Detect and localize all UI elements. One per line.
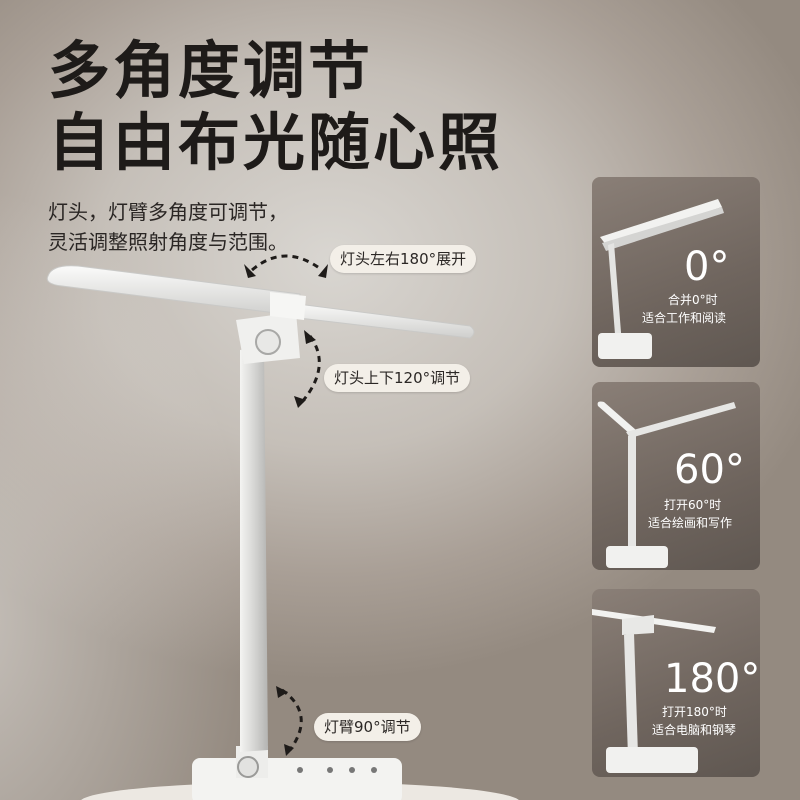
mode-caption-180-line2: 适合电脑和钢琴 bbox=[652, 723, 737, 737]
mode-angle-60: 60° bbox=[674, 447, 745, 493]
mode-caption-60-line2: 适合绘画和写作 bbox=[648, 516, 733, 530]
tilt-arrow-arm bbox=[281, 688, 303, 751]
lamp-head-joint bbox=[270, 292, 306, 320]
callout-arm-tilt: 灯臂90°调节 bbox=[314, 713, 421, 741]
mode-caption-60-line1: 打开60°时 bbox=[664, 498, 722, 512]
touch-button bbox=[297, 767, 303, 773]
mode-caption-180-line1: 打开180°时 bbox=[662, 705, 727, 719]
headline-line-1: 多角度调节 bbox=[48, 34, 374, 107]
mode-panel-0: 0° 合并0°时 适合工作和阅读 bbox=[592, 177, 760, 367]
description-line-2: 灵活调整照射角度与范围。 bbox=[48, 230, 288, 254]
mode-panel-60: 60° 打开60°时 适合绘画和写作 bbox=[592, 382, 760, 570]
upper-hinge-knob bbox=[255, 329, 281, 355]
mode-caption-0-line1: 合并0°时 bbox=[668, 293, 718, 307]
mode-angle-180: 180° bbox=[664, 656, 760, 702]
mode-panel-180: 180° 打开180°时 适合电脑和钢琴 bbox=[592, 589, 760, 777]
callout-head-rotate: 灯头左右180°展开 bbox=[330, 245, 477, 273]
headline-line-2: 自由布光随心照 bbox=[48, 106, 504, 179]
lamp-180-icon bbox=[592, 609, 716, 773]
mode-angle-0: 0° bbox=[684, 244, 730, 290]
tilt-arrow-head-tip bbox=[294, 330, 316, 408]
tilt-arrow-head bbox=[300, 335, 321, 403]
callout-head-tilt: 灯头上下120°调节 bbox=[324, 364, 471, 392]
lamp-base bbox=[192, 758, 402, 800]
touch-button bbox=[349, 767, 355, 773]
lower-hinge-knob bbox=[237, 756, 259, 778]
lamp-60-icon bbox=[597, 401, 736, 568]
lamp-head-bar-left bbox=[46, 265, 301, 317]
touch-button bbox=[371, 767, 377, 773]
rotate-arrow-head bbox=[251, 254, 323, 272]
description-line-1: 灯头，灯臂多角度可调节， bbox=[48, 200, 288, 224]
desk-lamp-illustration bbox=[46, 254, 519, 800]
lamp-head-bar-right bbox=[281, 301, 475, 339]
lamp-folded-icon bbox=[598, 199, 724, 359]
tilt-arrow-arm-tip bbox=[276, 686, 294, 756]
touch-button bbox=[327, 767, 333, 773]
lamp-arm bbox=[240, 346, 268, 752]
mode-caption-0-line2: 适合工作和阅读 bbox=[642, 311, 727, 325]
rotate-arrow-head-tip bbox=[244, 264, 328, 278]
